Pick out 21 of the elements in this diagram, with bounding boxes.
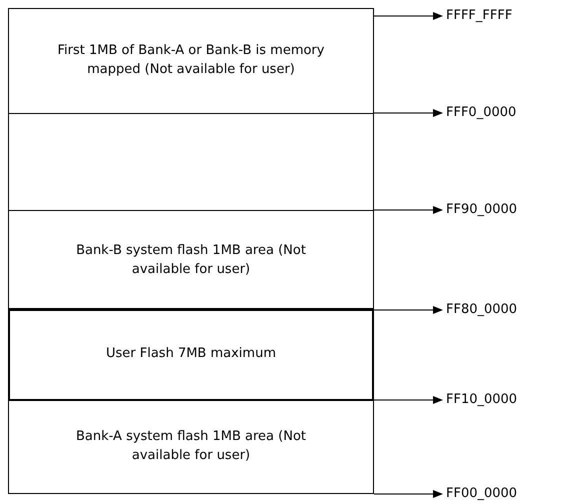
region-label: User Flash 7MB maximum xyxy=(104,345,277,364)
arrow xyxy=(374,109,443,117)
arrow xyxy=(374,206,443,214)
region-label: Bank-B system flash 1MB area (Not available for user) xyxy=(75,242,307,278)
memory-region-box xyxy=(8,8,374,114)
address-label: FF10_0000 xyxy=(446,392,518,408)
region-label: First 1MB of Bank-A or Bank-B is memory mapped (Not available for user) xyxy=(56,42,326,79)
address-label: FF00_0000 xyxy=(446,486,518,502)
address-label: FF90_0000 xyxy=(446,202,518,218)
arrow xyxy=(374,490,443,498)
address-label: FF80_0000 xyxy=(446,302,518,318)
memory-region-box xyxy=(8,308,374,401)
memory-region-box xyxy=(8,113,374,211)
arrow xyxy=(374,306,443,314)
region-label: Bank-A system flash 1MB area (Not available for user) xyxy=(74,428,308,465)
arrow xyxy=(374,396,443,404)
memory-region-box xyxy=(8,210,374,311)
address-label: FFF0_0000 xyxy=(446,105,516,121)
arrow xyxy=(374,12,443,20)
address-label: FFFF_FFFF xyxy=(446,8,512,24)
memory-region-box xyxy=(8,400,374,494)
